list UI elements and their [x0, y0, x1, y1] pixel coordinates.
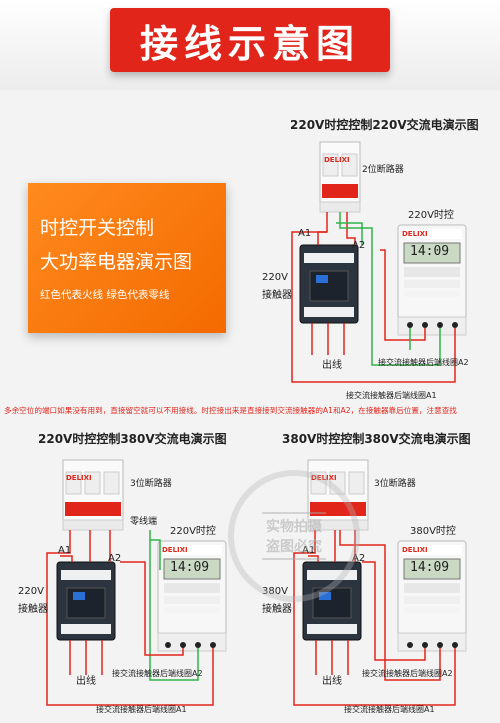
breaker-label-top: 2位断路器: [362, 165, 404, 175]
timer-label-bl: 220V时控: [170, 526, 216, 537]
a1-note-br: 接交流接触器后端线圈A1: [344, 705, 435, 714]
panel-title-top: 220V时控控制220V交流电演示图: [290, 118, 479, 132]
contactor-label-top-1: 220V: [262, 272, 288, 283]
page-title: 接线示意图: [110, 8, 390, 72]
contactor-label-br-2: 接触器: [262, 604, 292, 615]
contactor-label-bl-2: 接触器: [18, 604, 48, 615]
a2-note-top: 接交流接触器后端线圈A2: [378, 358, 469, 367]
timer-label-top: 220V时控: [408, 210, 454, 221]
timer-brand-top: DELIXI: [402, 230, 428, 238]
a2-label-top: A2: [352, 240, 366, 251]
a2-note-bl: 接交流接触器后端线圈A2: [112, 669, 203, 678]
wiring-note: 多余空位的端口如果没有用到，直接留空就可以不用接线。时控接出来是直接接到交流接触…: [4, 406, 457, 415]
intro-box: 时控开关控制 大功率电器演示图 红色代表火线 绿色代表零线: [28, 183, 226, 333]
a2-label-bl: A2: [108, 553, 122, 564]
timer-display-br: 14:09: [410, 560, 450, 575]
a1-label-top: A1: [298, 228, 312, 239]
a2-note-br: 接交流接触器后端线圈A2: [362, 669, 453, 678]
timer-brand-br: DELIXI: [402, 546, 428, 554]
intro-line-3: 红色代表火线 绿色代表零线: [40, 289, 170, 301]
timer-brand-bl: DELIXI: [162, 546, 188, 554]
a1-note-top: 接交流接触器后端线圈A1: [346, 391, 437, 400]
contactor-label-top-2: 接触器: [262, 290, 292, 301]
timer-display-bl: 14:09: [170, 560, 210, 575]
out-label-br: 出线: [322, 676, 342, 687]
out-label-top: 出线: [322, 360, 342, 371]
timer-display-top: 14:09: [410, 244, 450, 259]
a1-note-bl: 接交流接触器后端线圈A1: [96, 705, 187, 714]
watermark-line-2: 盗图必究: [266, 539, 322, 555]
intro-line-1: 时控开关控制: [40, 217, 155, 239]
breaker-brand-top: DELIXI: [324, 156, 350, 164]
panel-title-bottom-left: 220V时控控制380V交流电演示图: [38, 432, 227, 446]
timer-label-br: 380V时控: [410, 526, 456, 537]
a2-label-br: A2: [352, 553, 366, 564]
watermark-line-1: 实物拍摄: [266, 519, 322, 535]
breaker-label-bl: 3位断路器: [130, 479, 172, 489]
contactor-label-bl-1: 220V: [18, 586, 44, 597]
intro-line-2: 大功率电器演示图: [40, 251, 193, 273]
out-label-bl: 出线: [76, 676, 96, 687]
neutral-label-bl: 零线端: [130, 517, 158, 527]
panel-title-bottom-right: 380V时控控制380V交流电演示图: [282, 432, 471, 446]
a1-label-bl: A1: [58, 545, 72, 556]
breaker-label-br: 3位断路器: [374, 479, 416, 489]
watermark-stamp: 实物拍摄 盗图必究: [228, 470, 360, 602]
breaker-brand-bl: DELIXI: [66, 474, 92, 482]
